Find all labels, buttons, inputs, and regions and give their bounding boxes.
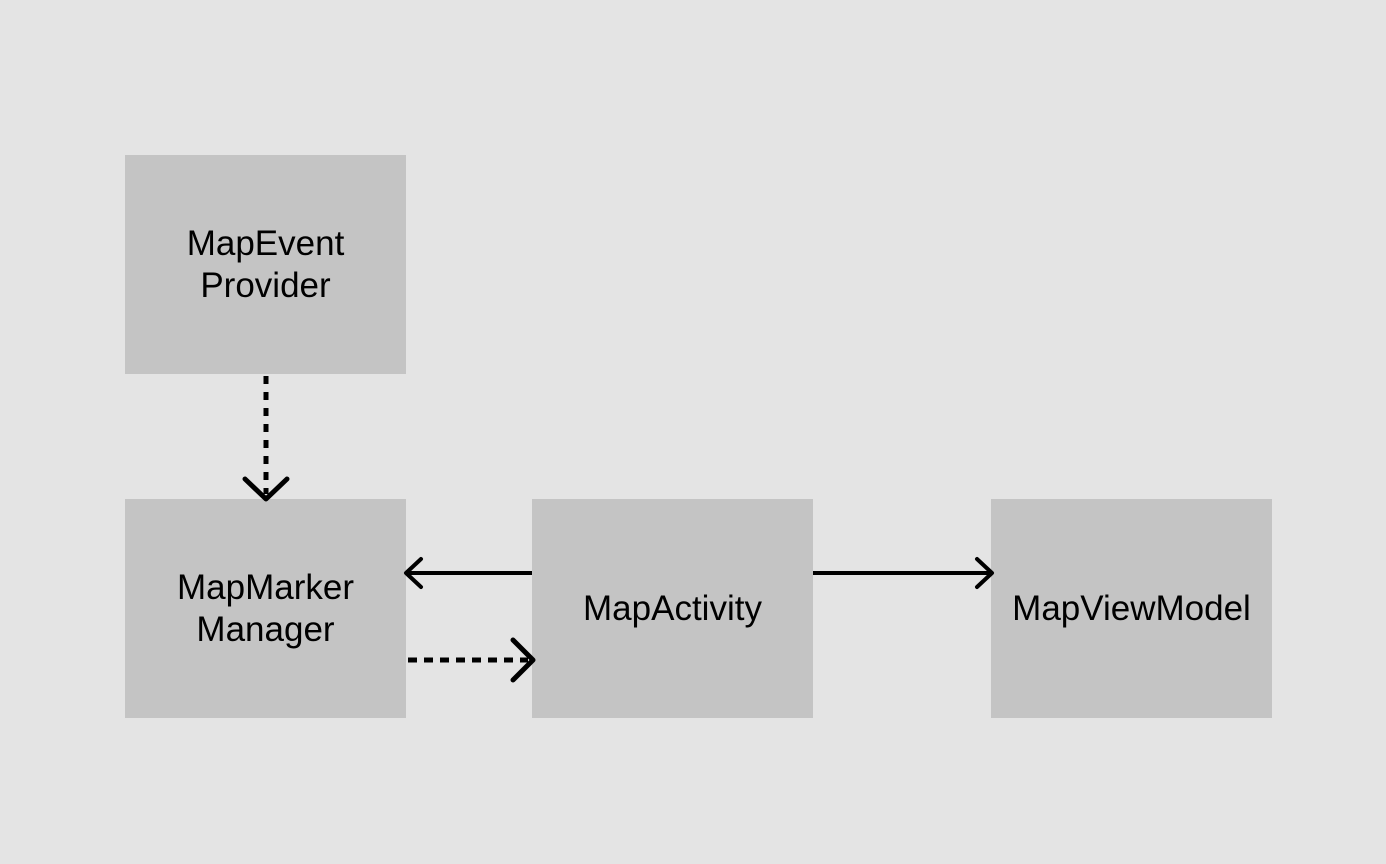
open-arrowhead [510,637,536,683]
edge-provider-to-marker-manager [242,376,290,502]
map-marker-manager-box: MapMarker Manager [125,499,406,718]
edge-activity-to-view-model [813,557,994,589]
edge-activity-to-marker-manager [404,557,532,589]
open-arrowhead [242,476,290,502]
map-event-provider-label: MapEvent Provider [186,223,345,305]
open-arrowhead [975,557,994,589]
edge-marker-manager-to-activity [408,637,536,683]
map-marker-manager-label: MapMarker Manager [177,567,354,649]
map-view-model-box: MapViewModel [991,499,1272,718]
map-view-model-label: MapViewModel [1012,588,1251,628]
map-activity-label: MapActivity [583,588,762,628]
map-activity-box: MapActivity [532,499,813,718]
map-event-provider-box: MapEvent Provider [125,155,406,374]
open-arrowhead [404,557,423,589]
